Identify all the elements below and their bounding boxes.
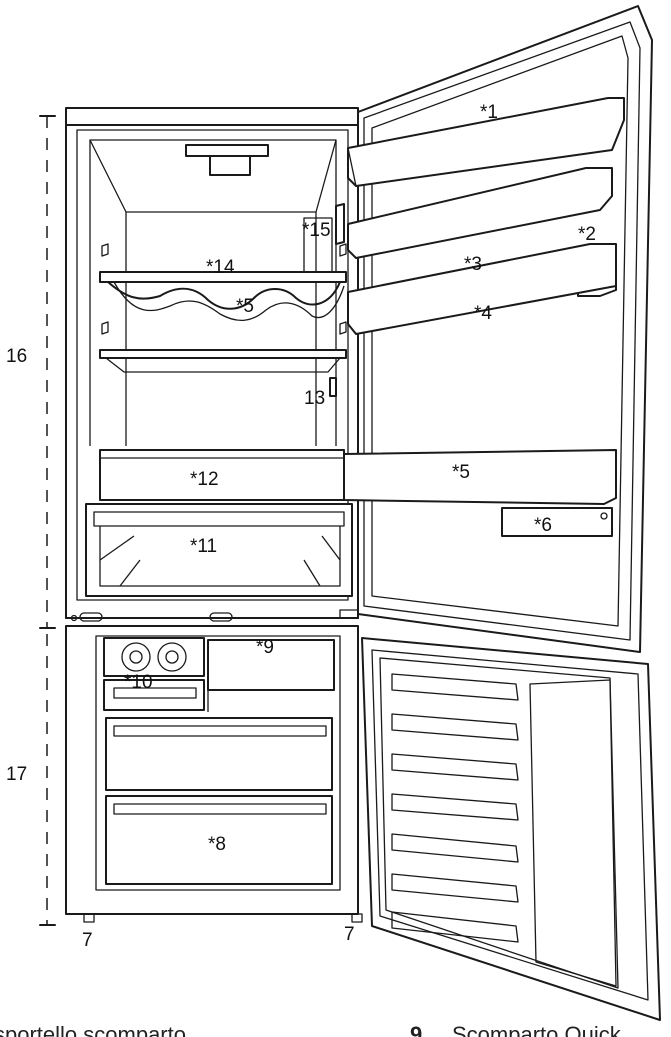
label-5-wine: *5: [236, 296, 254, 317]
label-13: 13: [304, 388, 325, 409]
glass-shelf: [99, 349, 347, 397]
label-7-right: 7: [344, 924, 355, 945]
callout-labels: *1 *2 *3 *4 *5 *5 *6 7 7 *8 *9 *10 *11 *…: [6, 102, 596, 951]
label-6: *6: [534, 515, 552, 536]
label-10: *10: [124, 672, 153, 693]
label-1: *1: [480, 102, 498, 123]
fridge-door: [357, 5, 653, 653]
label-16: 16: [6, 346, 27, 367]
label-9: *9: [256, 637, 274, 658]
label-12: *12: [190, 469, 219, 490]
crisper-cover: [99, 449, 345, 501]
label-14: *14: [206, 257, 235, 278]
wine-shelf: [99, 271, 347, 321]
label-11: *11: [190, 536, 217, 557]
label-3: *3: [464, 254, 482, 275]
dimension-markers: [39, 115, 56, 926]
label-7-left: 7: [82, 930, 93, 951]
divider-strip: [65, 609, 359, 622]
door-shelves: [343, 97, 625, 537]
freezer-cabinet: [65, 625, 363, 923]
crisper-drawer: [85, 503, 353, 597]
caption-left: sportello scomparto: [0, 1022, 186, 1037]
label-4: *4: [474, 303, 492, 324]
label-2: *2: [578, 224, 596, 245]
bottom-caption: sportello scomparto 9 Scomparto Quick: [0, 1022, 622, 1037]
label-5-door: *5: [452, 462, 470, 483]
label-8: *8: [208, 834, 226, 855]
label-17: 17: [6, 764, 27, 785]
caption-right-number: 9: [410, 1022, 422, 1037]
caption-right-text: Scomparto Quick: [452, 1022, 622, 1037]
freezer-door: [361, 637, 661, 1021]
label-15: *15: [302, 220, 331, 241]
